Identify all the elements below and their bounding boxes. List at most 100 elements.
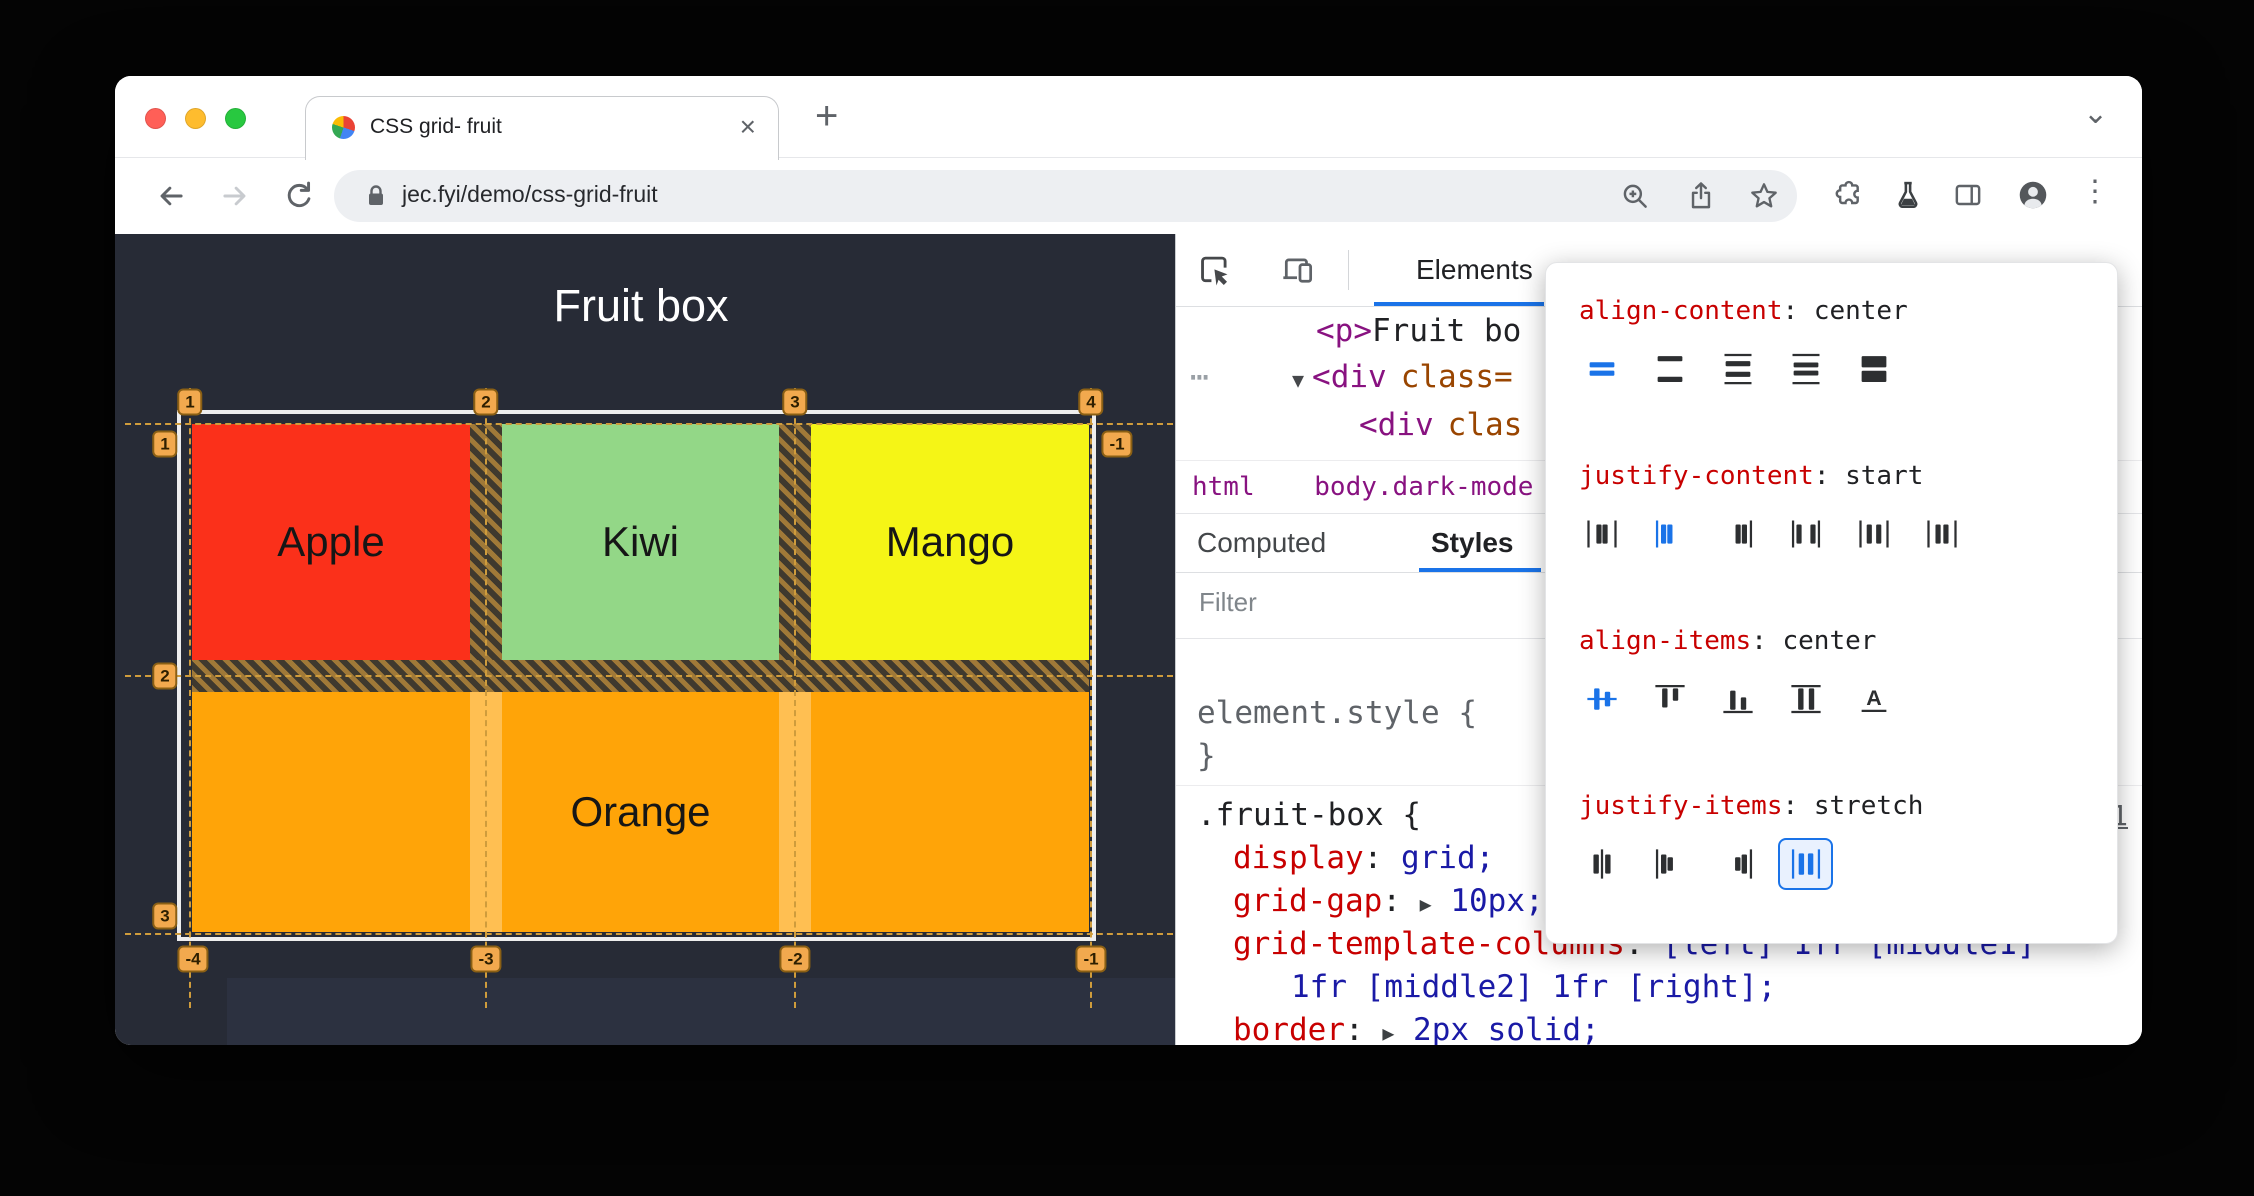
css-declaration-wrap-line[interactable]: 1fr [middle2] 1fr [right]; — [1291, 966, 1776, 1009]
align-items-end-button[interactable] — [1710, 673, 1765, 725]
align-content-stretch-button[interactable] — [1846, 343, 1901, 395]
justify-content-space-between-button[interactable] — [1778, 508, 1833, 560]
expand-arrow-icon[interactable]: ▼ — [1292, 368, 1305, 392]
property-token: justify-content — [1579, 461, 1814, 491]
grid-cell-apple: Apple — [192, 424, 470, 660]
justify-content-center-button[interactable] — [1574, 508, 1629, 560]
back-button[interactable] — [153, 178, 189, 219]
align-items-stretch-button[interactable] — [1778, 673, 1833, 725]
justify-items-options — [1574, 838, 1833, 890]
toolbar-separator — [1348, 250, 1349, 290]
value-token[interactable]: 1fr [middle2] 1fr [right]; — [1291, 969, 1777, 1005]
colon-token: : — [1344, 1012, 1383, 1045]
align-content-options — [1574, 343, 1901, 395]
breadcrumb-html[interactable]: html — [1192, 472, 1255, 502]
justify-items-end-button[interactable] — [1710, 838, 1765, 890]
inspect-element-icon[interactable] — [1196, 251, 1234, 294]
omnibox[interactable]: jec.fyi/demo/css-grid-fruit — [334, 170, 1797, 222]
page-title: Fruit box — [553, 280, 729, 331]
justify-items-center-button[interactable] — [1574, 838, 1629, 890]
align-content-space-evenly-button[interactable] — [1778, 343, 1833, 395]
value-token: center — [1782, 626, 1877, 656]
justify-content-space-evenly-button[interactable] — [1914, 508, 1969, 560]
justify-content-start-button[interactable] — [1642, 508, 1697, 560]
forward-button[interactable] — [217, 178, 253, 219]
extensions-puzzle-icon[interactable] — [1829, 178, 1863, 217]
css-declaration-border[interactable]: border: ▶ 2px solid; — [1233, 1009, 1600, 1045]
close-window-button[interactable] — [145, 108, 166, 129]
mango-label: Mango — [885, 518, 1015, 565]
css-declaration-grid-gap[interactable]: grid-gap: ▶ 10px; — [1233, 880, 1544, 923]
align-content-space-between-button[interactable] — [1642, 343, 1697, 395]
grid-line-badge: 1 — [177, 388, 203, 416]
fullscreen-window-button[interactable] — [225, 108, 246, 129]
gutter-dots-icon[interactable]: ⋯ — [1190, 359, 1209, 395]
style-rule-fruit-box[interactable]: .fruit-box { — [1197, 794, 1421, 837]
profile-avatar[interactable] — [2016, 178, 2050, 217]
align-items-center-button[interactable] — [1574, 673, 1629, 725]
bookmark-star-icon[interactable] — [1747, 179, 1781, 218]
zoom-icon[interactable] — [1618, 179, 1652, 218]
justify-items-start-button[interactable] — [1642, 838, 1697, 890]
text-token: Fruit bo — [1372, 313, 1522, 349]
tree-node-p[interactable]: <p>Fruit bo — [1316, 308, 1521, 354]
justify-items-stretch-button[interactable] — [1778, 838, 1833, 890]
tab-computed[interactable]: Computed — [1197, 527, 1327, 558]
align-content-center-button[interactable] — [1574, 343, 1629, 395]
attr-token: clas — [1447, 407, 1523, 443]
extension-flask-icon[interactable] — [1891, 178, 1925, 217]
colon-token: : — [1782, 296, 1814, 326]
share-icon[interactable] — [1684, 179, 1718, 218]
align-items-label: align-items: center — [1579, 623, 1876, 659]
browser-menu-icon[interactable]: ⋮ — [2080, 175, 2110, 208]
justify-content-options — [1574, 508, 1969, 560]
tab-strip-divider — [115, 157, 2142, 158]
grid-cell-kiwi: Kiwi — [502, 424, 779, 660]
grid-cell-orange: Orange — [192, 692, 1089, 932]
elements-tab-underline — [1374, 302, 1544, 306]
reload-button[interactable] — [281, 178, 317, 219]
tab-styles[interactable]: Styles — [1431, 527, 1514, 558]
web-page: Fruit box Apple Kiwi Mango Orange — [115, 234, 1175, 1045]
side-panel-icon[interactable] — [1951, 178, 1985, 217]
new-tab-button[interactable]: + — [815, 94, 839, 138]
lock-icon[interactable] — [360, 180, 392, 217]
align-items-options: A — [1574, 673, 1901, 725]
device-toolbar-icon[interactable] — [1278, 251, 1316, 294]
align-items-baseline-button[interactable]: A — [1846, 673, 1901, 725]
styles-tab-underline — [1419, 568, 1541, 572]
css-declaration-display[interactable]: display: grid; — [1233, 837, 1494, 880]
value-token[interactable]: 2px solid; — [1413, 1012, 1600, 1045]
property-token[interactable]: grid-gap — [1233, 883, 1383, 919]
style-rule-element-style[interactable]: element.style { — [1197, 692, 1477, 735]
align-content-space-around-button[interactable] — [1710, 343, 1765, 395]
justify-content-space-around-button[interactable] — [1846, 508, 1901, 560]
kiwi-label: Kiwi — [601, 518, 679, 565]
url-text: jec.fyi/demo/css-grid-fruit — [402, 181, 658, 207]
value-token[interactable]: grid; — [1400, 840, 1495, 876]
shorthand-expand-icon[interactable]: ▶ — [1419, 892, 1432, 916]
tab-elements[interactable]: Elements — [1416, 254, 1533, 285]
value-token[interactable]: 10px; — [1450, 883, 1544, 919]
grid-line-badge: 2 — [473, 388, 499, 416]
value-token: center — [1813, 296, 1908, 326]
grid-line-badge: -2 — [779, 945, 811, 973]
grid-line-vertical — [1090, 388, 1092, 1008]
minimize-window-button[interactable] — [185, 108, 206, 129]
justify-items-label: justify-items: stretch — [1579, 788, 1923, 824]
property-token[interactable]: display — [1233, 840, 1364, 876]
justify-content-end-button[interactable] — [1710, 508, 1765, 560]
align-items-start-button[interactable] — [1642, 673, 1697, 725]
tab-close-icon[interactable]: × — [739, 111, 756, 142]
grid-editor-popup: align-content: center justify-content: s… — [1545, 262, 2118, 944]
apple-label: Apple — [277, 518, 385, 565]
tab-search-chevron-icon[interactable]: ⌄ — [2083, 97, 2109, 130]
property-token[interactable]: border — [1233, 1012, 1345, 1045]
browser-tab[interactable]: CSS grid- fruit × — [305, 96, 779, 160]
svg-text:A: A — [1866, 686, 1881, 710]
breadcrumb-body[interactable]: body.dark-mode — [1314, 472, 1534, 502]
property-token: align-items — [1579, 626, 1752, 656]
shorthand-expand-icon[interactable]: ▶ — [1382, 1021, 1395, 1045]
